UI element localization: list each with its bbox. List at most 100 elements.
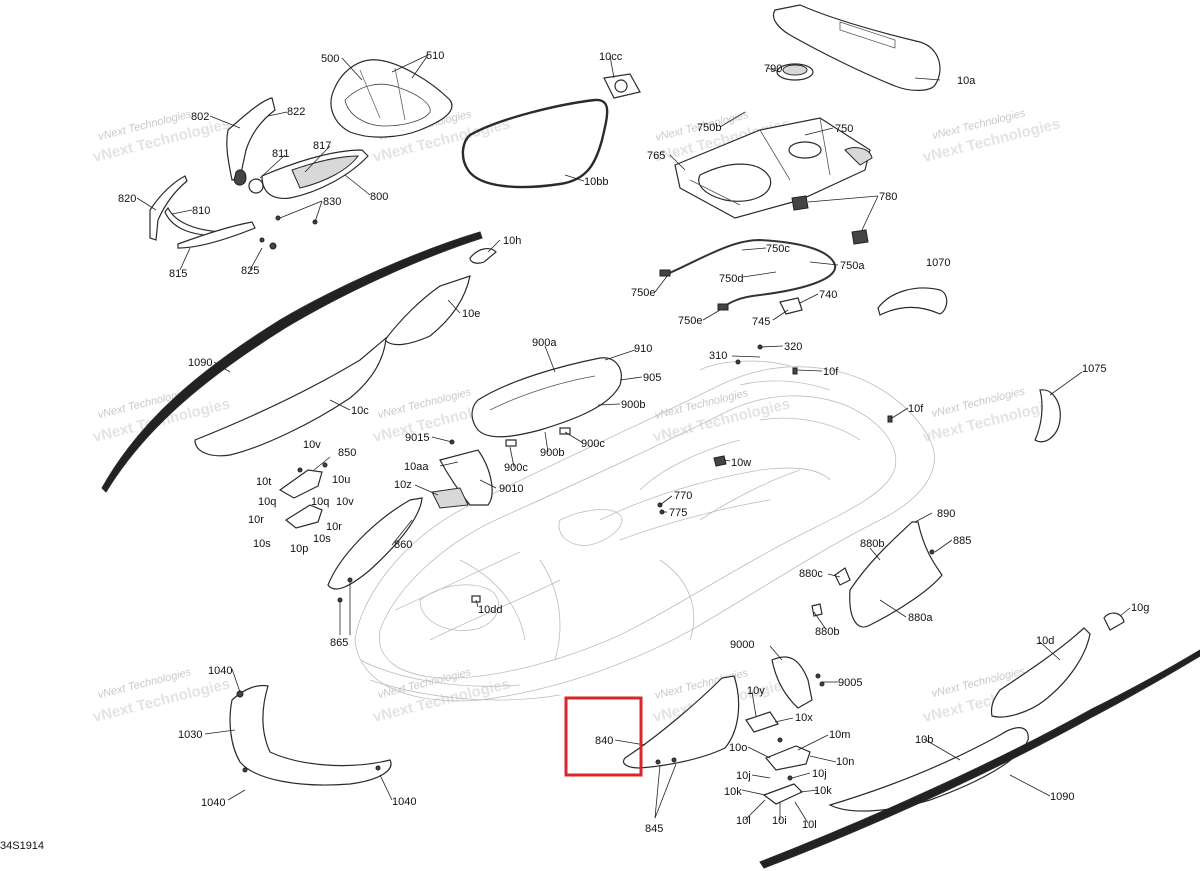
callout-label: 10r	[248, 514, 264, 526]
screws-830-825	[259, 215, 318, 250]
callout-label: 770	[674, 490, 692, 502]
callout-label: 500	[321, 53, 339, 65]
part-740-clip	[779, 297, 803, 315]
callout-label: 910	[634, 343, 652, 355]
callout-label: 9000	[730, 639, 754, 651]
callout-label: 10e	[462, 308, 480, 320]
callout-label: 840	[595, 735, 613, 747]
callout-label: 10w	[731, 457, 751, 469]
callout-label: 830	[323, 196, 341, 208]
leader-lines	[136, 54, 1131, 824]
callout-label: 10v	[336, 496, 354, 508]
callout-label: 10cc	[599, 51, 623, 63]
part-10x-bracket-group	[745, 711, 811, 805]
part-802-bracket	[226, 97, 276, 186]
part-790-cap	[776, 63, 814, 81]
callout-label: 880b	[860, 538, 884, 550]
callout-label: 10i	[772, 815, 787, 827]
callout-label: 860	[394, 539, 412, 551]
callout-label: 890	[937, 508, 955, 520]
callout-label: 880c	[799, 568, 823, 580]
callout-label: 10c	[351, 405, 369, 417]
callout-label: 10g	[1131, 602, 1149, 614]
hull-deck-outline	[354, 360, 935, 702]
callout-label: 510	[426, 50, 444, 62]
callout-label: 1030	[178, 729, 202, 741]
callout-label: 10l	[736, 815, 751, 827]
part-820-trim	[149, 175, 188, 241]
callout-label: 10k	[814, 785, 832, 797]
callout-label: 822	[287, 106, 305, 118]
callout-label: 10v	[303, 439, 321, 451]
part-10bb-seal	[461, 98, 609, 189]
callout-label: 811	[272, 148, 290, 160]
callout-label: 10q	[311, 496, 329, 508]
callout-label: 10l	[802, 819, 817, 831]
callout-label: 10s	[313, 533, 331, 545]
callout-label: 10aa	[404, 461, 429, 473]
callout-label: 10f	[908, 403, 924, 415]
highlight-box	[564, 696, 643, 777]
callout-label: 1090	[1050, 791, 1074, 803]
callout-label: 750b	[697, 122, 721, 134]
callout-label: 10m	[829, 729, 850, 741]
callout-label: 900b	[621, 399, 645, 411]
part-860-side-panel	[327, 497, 423, 603]
part-10a-decal	[772, 4, 941, 91]
part-1090-rub-rail-right	[759, 649, 1200, 869]
callout-label: 750d	[719, 273, 743, 285]
callout-label: 1040	[201, 797, 225, 809]
callout-label: 10n	[836, 756, 854, 768]
part-10d-decal	[990, 627, 1091, 718]
callout-label: 10bb	[584, 176, 608, 188]
part-1090-rub-rail	[101, 231, 497, 493]
callout-label: 10h	[503, 235, 521, 247]
callout-label: 10o	[729, 742, 747, 754]
callout-label: 900a	[532, 337, 557, 349]
callout-label: 10k	[724, 786, 742, 798]
callout-label: 775	[669, 507, 687, 519]
callout-label: 1040	[392, 796, 416, 808]
callout-label: 850	[338, 447, 356, 459]
part-750a-cable	[659, 238, 837, 311]
callout-label: 817	[313, 140, 331, 152]
drawing-number: 34S1914	[0, 840, 45, 852]
callout-label: 790	[764, 63, 782, 75]
callout-label: 750c	[766, 243, 790, 255]
callout-label: 10j	[736, 770, 751, 782]
callout-label: 9010	[499, 483, 523, 495]
part-10g-cap	[1103, 612, 1125, 631]
callout-label: 9015	[405, 432, 429, 444]
part-10dd	[471, 595, 481, 603]
callout-label: 765	[647, 150, 665, 162]
callout-label: 10p	[290, 543, 308, 555]
callout-label: 820	[118, 193, 136, 205]
callout-label: 740	[819, 289, 837, 301]
callout-label: 9005	[838, 677, 862, 689]
callout-label: 1090	[188, 357, 212, 369]
callout-label: 1040	[208, 665, 232, 677]
callout-label: 10b	[915, 734, 933, 746]
part-900a-console	[471, 357, 622, 447]
part-10e-decal	[384, 275, 471, 346]
callout-label: 745	[752, 316, 770, 328]
part-1030-bumper	[229, 684, 392, 786]
callout-label: 750e	[631, 287, 655, 299]
callout-label: 900b	[540, 447, 564, 459]
part-810-trim	[164, 206, 256, 249]
part-880a-side-panel	[811, 521, 943, 628]
part-800-lamp	[248, 149, 369, 200]
callout-label: 310	[709, 350, 727, 362]
callout-label: 810	[192, 205, 210, 217]
part-780-latch	[791, 195, 869, 245]
part-10cc-gasket	[603, 73, 641, 99]
part-10c-decal	[194, 336, 387, 457]
callout-label: 845	[645, 823, 663, 835]
callout-label: 10q	[258, 496, 276, 508]
callout-label: 10a	[957, 75, 976, 87]
callout-label: 10x	[795, 712, 813, 724]
part-1070-cover	[877, 287, 948, 316]
callout-label: 10t	[256, 476, 271, 488]
part-1075-cap	[1034, 389, 1061, 443]
